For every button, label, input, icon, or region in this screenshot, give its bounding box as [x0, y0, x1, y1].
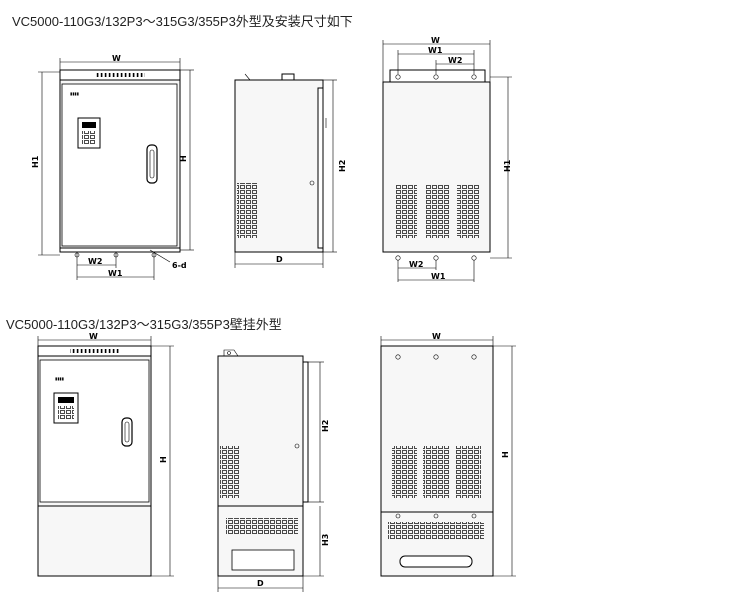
dim-label-d-wall: D: [257, 579, 264, 588]
dim-label-h-back-wall: H: [501, 451, 510, 458]
dim-label-w2-back-bottom: W2: [409, 260, 423, 269]
dim-label-w1: W1: [108, 269, 123, 278]
dim-label-h-wall: H: [159, 456, 168, 463]
front-view-floor: ▮▮▮▮ W H1 H W2 W1 6-d: [31, 54, 194, 280]
back-view-floor: W W1 W2 H1 W2 W1: [382, 36, 512, 282]
dim-label-h-front: H: [179, 155, 188, 162]
dim-label-w: W: [112, 54, 121, 63]
dim-label-w1-back: W1: [428, 46, 443, 55]
title-bottom: VC5000-110G3/132P3～315G3/355P3壁挂外型: [6, 317, 282, 332]
title-top: VC5000-110G3/132P3～315G3/355P3外型及安装尺寸如下: [12, 14, 353, 29]
side-view-floor: H2 D: [234, 73, 347, 268]
front-view-wall: ▮▮▮▮ W H: [37, 332, 174, 577]
dim-label-h3-wall: H3: [321, 534, 330, 546]
side-view-wall: H2 H3 D: [217, 349, 330, 592]
dim-label-w-wall: W: [89, 332, 98, 341]
dim-label-w-back: W: [431, 36, 440, 45]
dim-label-h2-side: H2: [338, 160, 347, 172]
back-view-wall: W H: [380, 332, 516, 577]
dim-label-h1: H1: [31, 155, 40, 168]
dim-label-w2-back: W2: [448, 56, 462, 65]
dim-label-h2-wall: H2: [321, 420, 330, 432]
dim-label-w2: W2: [88, 257, 102, 266]
dim-label-h1-back: H1: [503, 159, 512, 172]
brand-logo: ▮▮▮▮: [70, 91, 79, 96]
brand-logo-wall: ▮▮▮▮: [55, 376, 64, 381]
dim-label-hole: 6-d: [172, 261, 187, 270]
dim-label-d-side: D: [276, 255, 283, 264]
dim-label-w1-back-bottom: W1: [431, 272, 446, 281]
dim-label-w-back-wall: W: [432, 332, 441, 341]
